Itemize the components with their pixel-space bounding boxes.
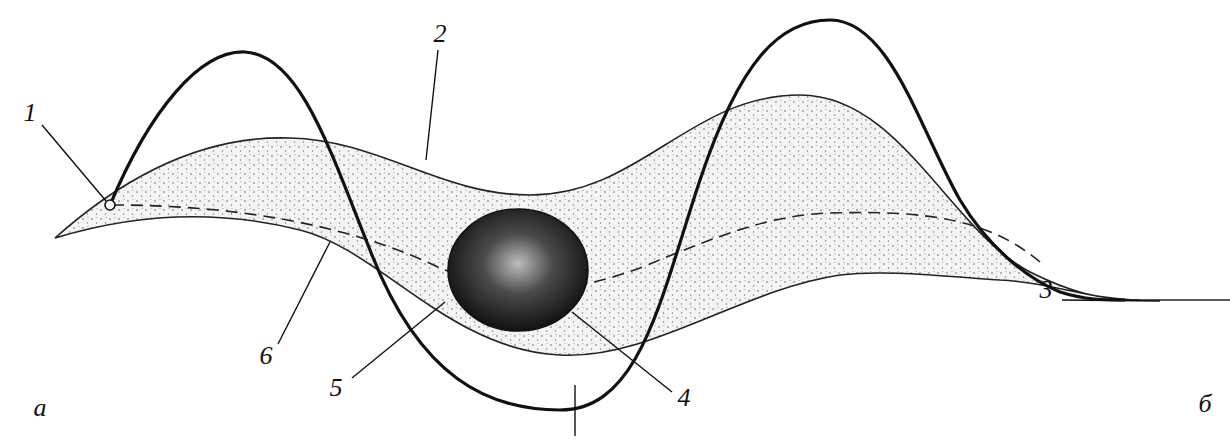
callout-number: 3 — [1038, 277, 1055, 303]
dark-body — [448, 209, 588, 331]
leader-line — [426, 50, 438, 160]
tick-mark — [574, 385, 575, 436]
callout-number: 2 — [432, 21, 449, 47]
leader-line — [42, 125, 106, 201]
corner-letter: а — [32, 395, 49, 421]
leader-line — [1062, 300, 1160, 301]
callout-number: 5 — [328, 375, 345, 401]
start-point — [105, 200, 115, 210]
leader-line — [352, 302, 445, 378]
callout-number: 6 — [258, 343, 275, 369]
corner-letter: б — [1196, 391, 1213, 417]
callout-number: 1 — [22, 100, 39, 126]
callout-number: 4 — [676, 385, 693, 411]
wave-curve — [110, 20, 1125, 410]
leader-line — [278, 242, 330, 344]
leader-line — [572, 312, 672, 392]
